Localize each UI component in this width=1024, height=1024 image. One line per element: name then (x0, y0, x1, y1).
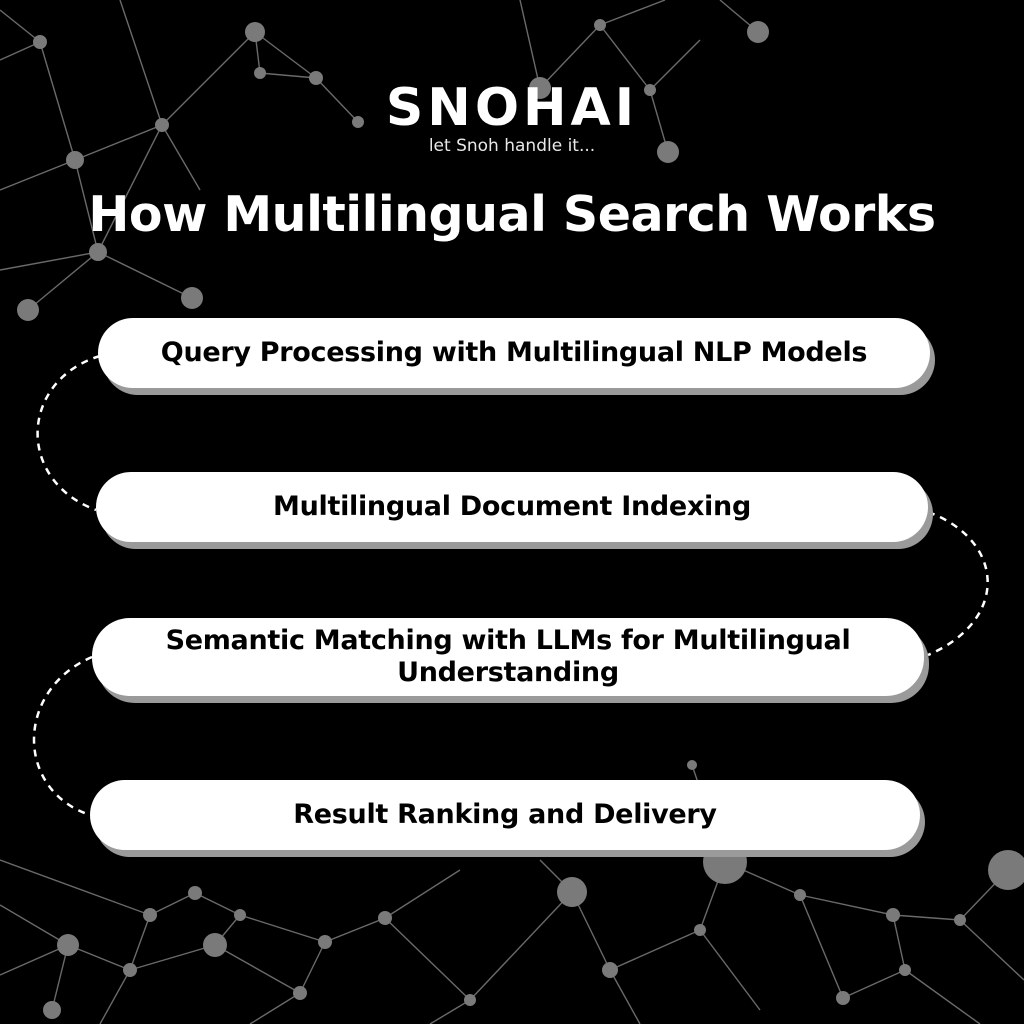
brand-name: SNOHAI (385, 78, 639, 138)
step-label-2: Multilingual Document Indexing (273, 491, 751, 522)
network-nodes (17, 19, 1024, 1019)
step-connectors (32, 354, 989, 817)
brand-logo: SNOHAI let Snoh handle it... (0, 78, 1024, 156)
connector-2-3 (927, 510, 989, 657)
connector-1-2 (36, 354, 101, 512)
step-label-1: Query Processing with Multilingual NLP M… (160, 337, 868, 368)
step-card-4: Result Ranking and Delivery (90, 780, 920, 850)
brand-tagline: let Snoh handle it... (428, 136, 596, 156)
step-card-3: Semantic Matching with LLMs for Multilin… (92, 618, 924, 696)
step-label-4: Result Ranking and Delivery (293, 799, 717, 830)
step-card-1: Query Processing with Multilingual NLP M… (98, 318, 930, 388)
connector-3-4 (32, 655, 93, 817)
page-title: How Multilingual Search Works (88, 186, 936, 243)
step-label-3: Semantic Matching with LLMs for Multilin… (165, 625, 851, 688)
step-card-2: Multilingual Document Indexing (96, 472, 928, 542)
